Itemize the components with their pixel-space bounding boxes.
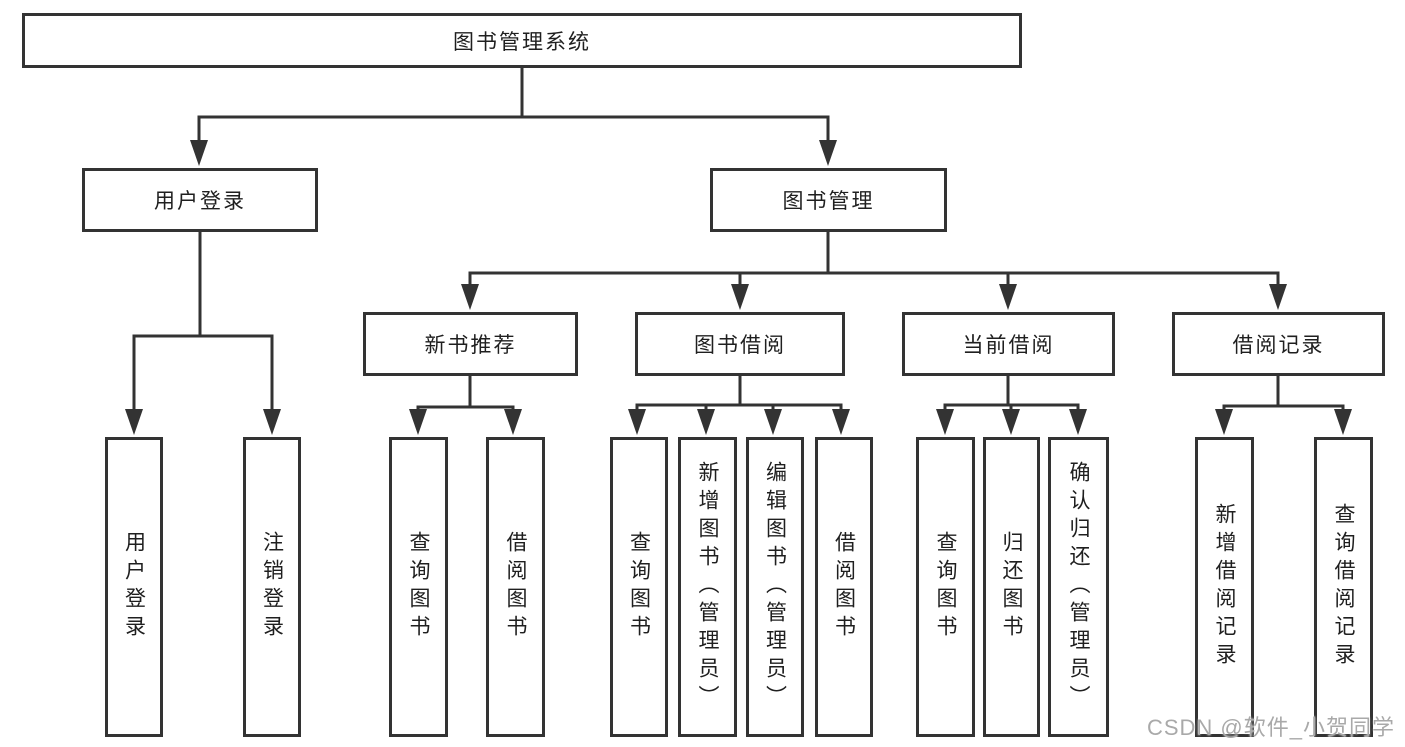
leaf-current-query-book-label: 查询图书 bbox=[934, 531, 957, 643]
leaf-logout: 注销登录 bbox=[243, 437, 301, 737]
csdn-watermark: CSDN @软件_小贺同学 bbox=[1146, 715, 1395, 740]
leaf-confirm-return-admin: 确认归还（管理员） bbox=[1048, 437, 1109, 737]
leaf-return-book: 归还图书 bbox=[983, 437, 1040, 737]
node-user-login-label: 用户登录 bbox=[154, 190, 246, 213]
leaf-user-login-label: 用户登录 bbox=[122, 531, 146, 643]
leaf-borrow-query-book: 查询图书 bbox=[610, 437, 668, 737]
node-book-management: 图书管理 bbox=[710, 168, 947, 232]
leaf-add-borrow-record: 新增借阅记录 bbox=[1195, 437, 1254, 737]
leaf-return-book-label: 归还图书 bbox=[1000, 531, 1023, 643]
node-book-management-label: 图书管理 bbox=[782, 190, 875, 213]
leaf-add-book-admin: 新增图书（管理员） bbox=[678, 437, 737, 737]
node-current-borrow: 当前借阅 bbox=[902, 312, 1115, 376]
node-root-system: 图书管理系统 bbox=[22, 13, 1022, 68]
node-borrow-records: 借阅记录 bbox=[1172, 312, 1385, 376]
leaf-add-book-admin-label: 新增图书（管理员） bbox=[696, 461, 719, 713]
arrowheads bbox=[125, 140, 1352, 435]
leaf-user-login: 用户登录 bbox=[105, 437, 163, 737]
node-user-login: 用户登录 bbox=[82, 168, 318, 232]
leaf-recommend-query-book: 查询图书 bbox=[389, 437, 448, 737]
leaf-logout-label: 注销登录 bbox=[260, 531, 284, 643]
leaf-recommend-borrow-book: 借阅图书 bbox=[486, 437, 545, 737]
leaf-borrow-query-book-label: 查询图书 bbox=[627, 531, 651, 643]
node-book-borrow-label: 图书借阅 bbox=[694, 334, 786, 357]
node-new-book-recommend-label: 新书推荐 bbox=[424, 334, 517, 357]
node-book-borrow: 图书借阅 bbox=[635, 312, 845, 376]
leaf-edit-book-admin-label: 编辑图书（管理员） bbox=[763, 461, 787, 713]
leaf-query-borrow-record-label: 查询借阅记录 bbox=[1332, 503, 1355, 671]
leaf-current-query-book: 查询图书 bbox=[916, 437, 975, 737]
node-borrow-records-label: 借阅记录 bbox=[1232, 334, 1325, 357]
leaf-borrow-book: 借阅图书 bbox=[815, 437, 873, 737]
leaf-recommend-borrow-book-label: 借阅图书 bbox=[504, 531, 527, 643]
leaf-confirm-return-admin-label: 确认归还（管理员） bbox=[1067, 461, 1090, 713]
node-current-borrow-label: 当前借阅 bbox=[962, 334, 1055, 357]
node-root-system-label: 图书管理系统 bbox=[453, 30, 591, 54]
leaf-add-borrow-record-label: 新增借阅记录 bbox=[1213, 503, 1236, 671]
leaf-recommend-query-book-label: 查询图书 bbox=[407, 531, 430, 643]
leaf-edit-book-admin: 编辑图书（管理员） bbox=[746, 437, 804, 737]
leaf-query-borrow-record: 查询借阅记录 bbox=[1314, 437, 1373, 737]
node-new-book-recommend: 新书推荐 bbox=[363, 312, 578, 376]
leaf-borrow-book-label: 借阅图书 bbox=[832, 531, 856, 643]
